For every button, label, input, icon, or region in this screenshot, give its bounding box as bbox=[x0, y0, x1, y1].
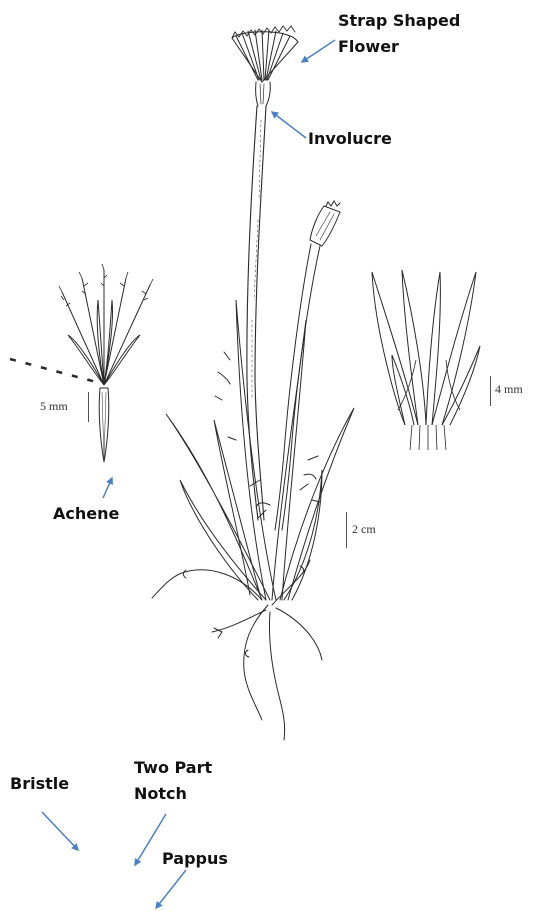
involucre bbox=[256, 82, 271, 106]
arrow-strap-shaped-flower bbox=[302, 40, 335, 62]
scale-bar-plant bbox=[346, 512, 347, 548]
leaves bbox=[166, 300, 354, 600]
bract-detail bbox=[372, 270, 480, 450]
arrow-pappus bbox=[156, 870, 186, 908]
arrow-achene bbox=[103, 478, 112, 498]
scale-label-achene: 5 mm bbox=[40, 399, 68, 414]
scale-bar-achene bbox=[88, 392, 89, 422]
label-strap-shaped-flower: Strap Shaped Flower bbox=[338, 10, 460, 57]
arrow-bristle bbox=[42, 812, 78, 850]
arrow-involucre bbox=[272, 112, 306, 138]
main-scape bbox=[247, 106, 266, 520]
scale-bar-bract bbox=[490, 376, 491, 406]
label-two-part-notch-line1: Two Part bbox=[134, 757, 212, 779]
label-strap-shaped-flower-line1: Strap Shaped bbox=[338, 10, 460, 32]
label-involucre: Involucre bbox=[308, 128, 392, 150]
flower-head bbox=[232, 26, 298, 82]
label-strap-shaped-flower-line2: Flower bbox=[338, 36, 460, 58]
label-bristle: Bristle bbox=[10, 773, 69, 795]
scale-label-plant: 2 cm bbox=[352, 522, 376, 537]
label-two-part-notch-line2: Notch bbox=[134, 783, 212, 805]
dashed-divider bbox=[10, 359, 100, 383]
label-achene: Achene bbox=[53, 503, 119, 525]
scale-label-bract: 4 mm bbox=[495, 382, 523, 397]
label-two-part-notch: Two Part Notch bbox=[134, 757, 212, 804]
achene-detail bbox=[10, 264, 153, 462]
label-pappus: Pappus bbox=[162, 848, 228, 870]
roots bbox=[152, 560, 322, 740]
